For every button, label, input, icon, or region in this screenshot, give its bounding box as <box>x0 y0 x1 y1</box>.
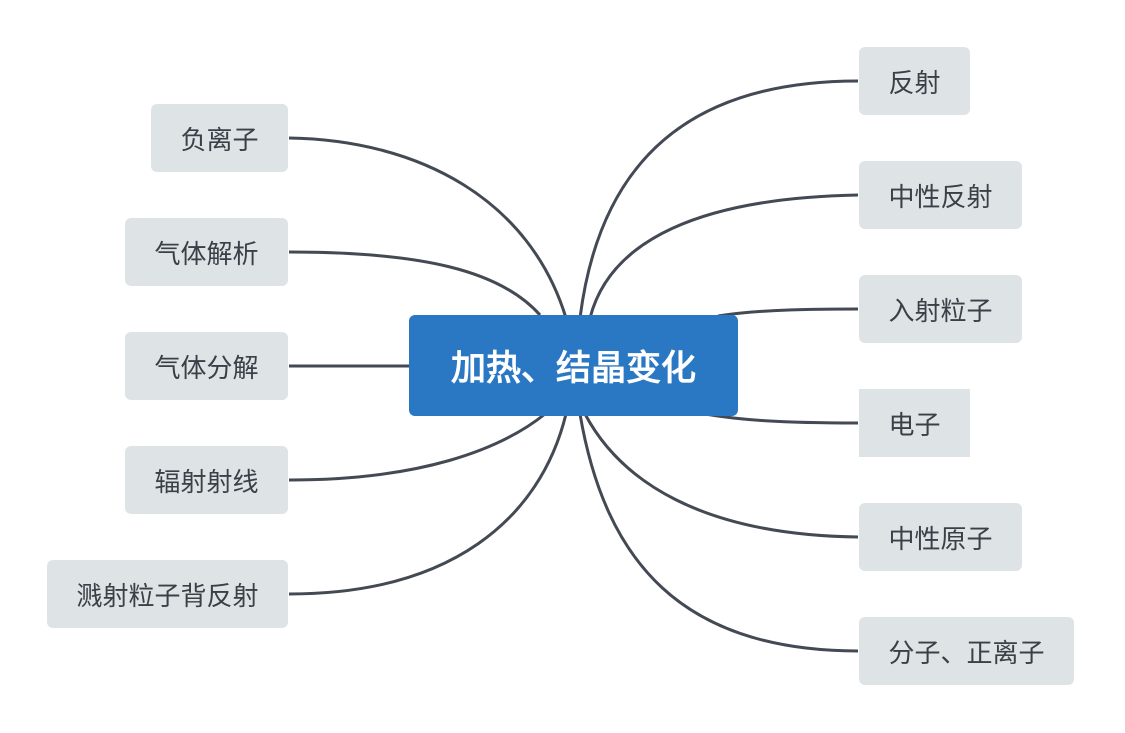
branch-node-right-3[interactable]: 入射粒子 <box>859 275 1022 343</box>
branch-node-left-4[interactable]: 辐射射线 <box>125 446 288 514</box>
branch-node-label: 分子、正离子 <box>888 638 1045 669</box>
link-right-1 <box>578 79 859 319</box>
branch-node-label: 中性原子 <box>888 524 993 555</box>
link-right-3 <box>717 307 859 318</box>
branch-node-left-2[interactable]: 气体解析 <box>125 218 288 286</box>
branch-node-left-1[interactable]: 负离子 <box>151 104 288 172</box>
branch-node-right-2[interactable]: 中性反射 <box>859 161 1022 229</box>
branch-node-label: 反射 <box>888 68 941 99</box>
branch-node-label: 气体分解 <box>154 353 259 384</box>
link-right-2 <box>588 193 859 319</box>
branch-node-right-5[interactable]: 中性原子 <box>859 503 1022 571</box>
link-right-6 <box>578 413 859 653</box>
central-topic[interactable]: 加热、结晶变化 <box>409 315 738 416</box>
branch-node-left-5[interactable]: 溅射粒子背反射 <box>47 560 288 628</box>
central-topic-label: 加热、结晶变化 <box>450 349 696 389</box>
branch-node-right-1[interactable]: 反射 <box>859 47 970 115</box>
link-right-5 <box>583 413 859 539</box>
link-left-5 <box>288 413 568 596</box>
link-left-4 <box>288 412 546 482</box>
branch-node-label: 负离子 <box>180 125 259 156</box>
branch-node-right-6[interactable]: 分子、正离子 <box>859 617 1074 685</box>
branch-node-label: 中性反射 <box>888 182 993 213</box>
branch-node-label: 气体解析 <box>154 239 259 270</box>
branch-node-label: 入射粒子 <box>888 296 993 327</box>
link-left-1 <box>288 136 568 319</box>
branch-node-label: 电子 <box>888 410 941 441</box>
branch-node-label: 溅射粒子背反射 <box>76 581 259 612</box>
branch-node-right-4[interactable]: 电子 <box>859 389 970 457</box>
branch-node-left-3[interactable]: 气体分解 <box>125 332 288 400</box>
branch-node-label: 辐射射线 <box>154 467 259 498</box>
link-left-2 <box>288 250 542 316</box>
